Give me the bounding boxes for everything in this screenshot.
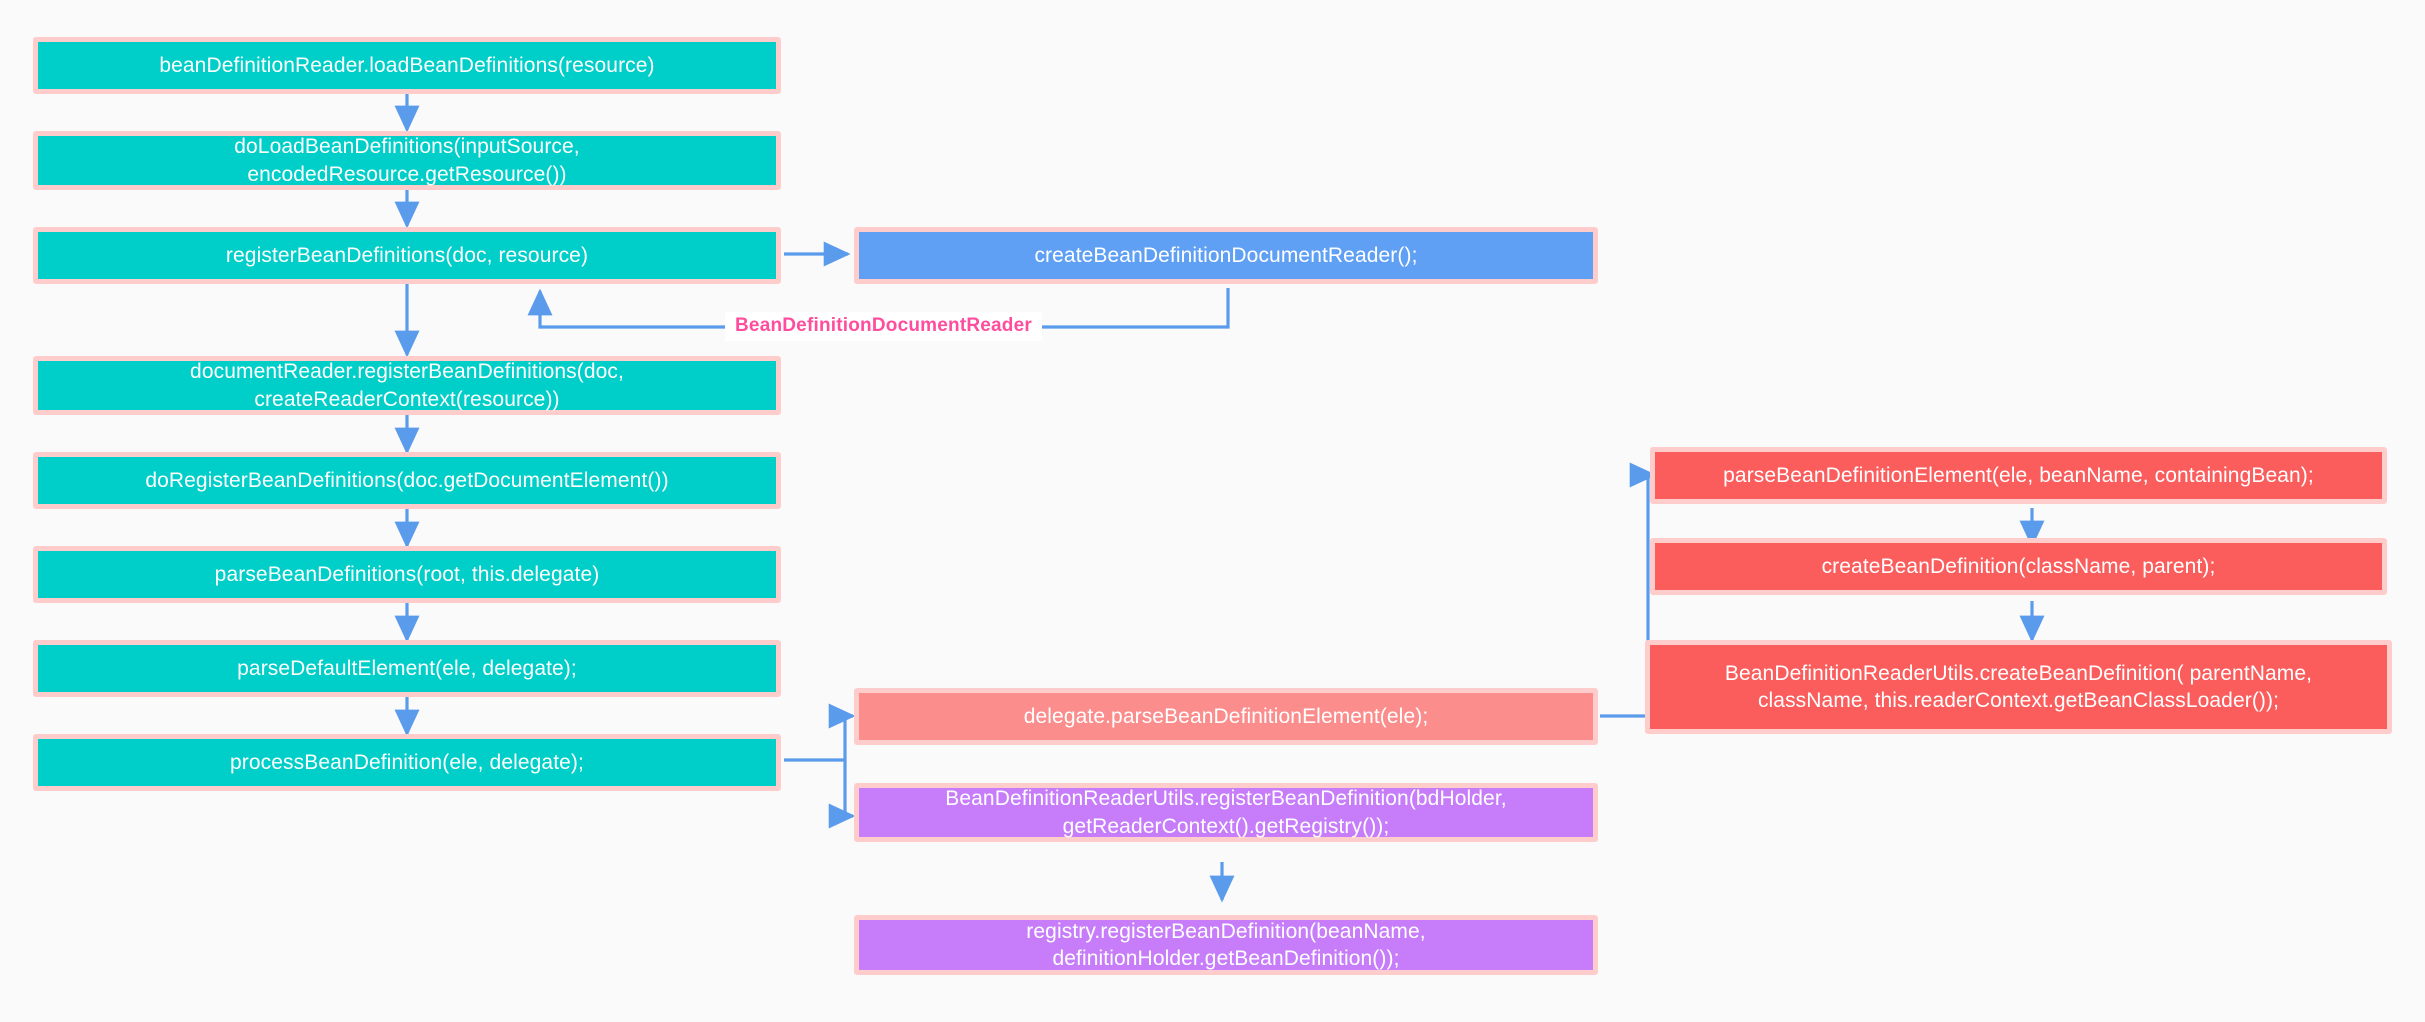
- edge-label-bean-definition-document-reader: BeanDefinitionDocumentReader: [725, 312, 1042, 341]
- node-parse-bean-definitions[interactable]: parseBeanDefinitions(root, this.delegate…: [33, 546, 781, 603]
- node-label: beanDefinitionReader.loadBeanDefinitions…: [159, 53, 655, 77]
- node-process-bean-definition[interactable]: processBeanDefinition(ele, delegate);: [33, 734, 781, 791]
- node-document-reader-register-bean-definitions[interactable]: documentReader.registerBeanDefinitions(d…: [33, 356, 781, 415]
- node-label: doRegisterBeanDefinitions(doc.getDocumen…: [145, 468, 669, 492]
- node-label: registerBeanDefinitions(doc, resource): [225, 243, 589, 267]
- node-registry-register-bean-definition[interactable]: registry.registerBeanDefinition(beanName…: [854, 915, 1598, 975]
- node-label: createBeanDefinitionDocumentReader();: [1034, 243, 1418, 267]
- node-label: BeanDefinitionReaderUtils.createBeanDefi…: [1724, 661, 2313, 712]
- node-label: documentReader.registerBeanDefinitions(d…: [190, 360, 624, 411]
- node-reader-utils-register-bean-definition[interactable]: BeanDefinitionReaderUtils.registerBeanDe…: [854, 783, 1598, 842]
- node-label: parseBeanDefinitions(root, this.delegate…: [214, 562, 600, 586]
- node-delegate-parse-bean-definition-element[interactable]: delegate.parseBeanDefinitionElement(ele)…: [854, 688, 1598, 745]
- node-label: doLoadBeanDefinitions(inputSource, encod…: [234, 135, 580, 186]
- node-label: registry.registerBeanDefinition(beanName…: [1026, 919, 1426, 970]
- node-parse-default-element[interactable]: parseDefaultElement(ele, delegate);: [33, 640, 781, 697]
- node-parse-bean-definition-element[interactable]: parseBeanDefinitionElement(ele, beanName…: [1650, 447, 2387, 504]
- node-label: parseBeanDefinitionElement(ele, beanName…: [1723, 463, 2314, 487]
- node-load-bean-definitions[interactable]: beanDefinitionReader.loadBeanDefinitions…: [33, 37, 781, 94]
- edge-n9-n10: [784, 703, 856, 762]
- node-do-load-bean-definitions[interactable]: doLoadBeanDefinitions(inputSource, encod…: [33, 131, 781, 190]
- node-do-register-bean-definitions[interactable]: doRegisterBeanDefinitions(doc.getDocumen…: [33, 452, 781, 509]
- edge-label-text: BeanDefinitionDocumentReader: [735, 315, 1032, 336]
- node-register-bean-definitions[interactable]: registerBeanDefinitions(doc, resource): [33, 227, 781, 284]
- node-label: processBeanDefinition(ele, delegate);: [230, 750, 584, 774]
- node-label: createBeanDefinition(className, parent);: [1821, 554, 2216, 578]
- node-label: BeanDefinitionReaderUtils.registerBeanDe…: [945, 787, 1507, 838]
- node-create-bean-definition-document-reader[interactable]: createBeanDefinitionDocumentReader();: [854, 227, 1598, 284]
- node-label: delegate.parseBeanDefinitionElement(ele)…: [1023, 704, 1429, 728]
- node-label: parseDefaultElement(ele, delegate);: [237, 656, 577, 680]
- node-create-bean-definition[interactable]: createBeanDefinition(className, parent);: [1650, 538, 2387, 595]
- node-reader-utils-create-bean-definition[interactable]: BeanDefinitionReaderUtils.createBeanDefi…: [1645, 640, 2392, 734]
- edge-n9-n11: [828, 760, 856, 829]
